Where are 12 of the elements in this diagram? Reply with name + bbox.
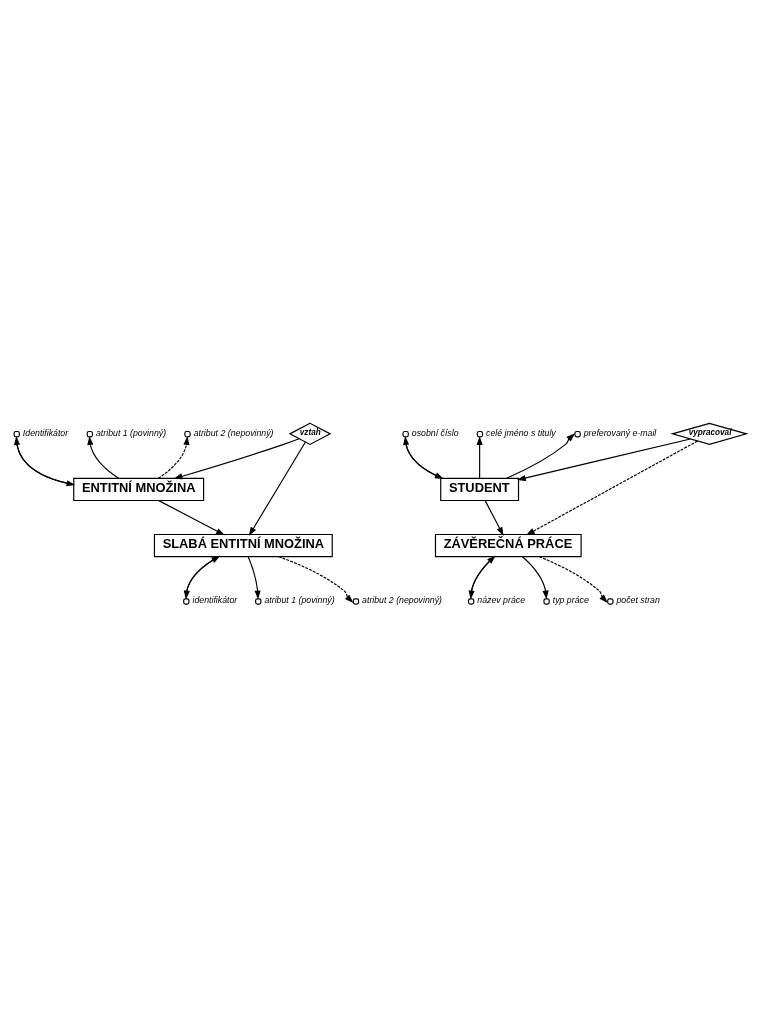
node-label: celé jméno s tituly [486, 427, 556, 438]
node-label: preferovaný e-mail [583, 427, 657, 438]
node-label: identifikátor [192, 594, 238, 605]
node-label: počet stran [616, 594, 660, 605]
node-label: atribut 2 (nepovinný) [193, 427, 274, 438]
node-label: Identifikátor [22, 427, 69, 438]
node-label: atribut 1 (povinný) [95, 427, 167, 438]
node-label: osobní číslo [411, 427, 459, 438]
node-label: atribut 2 (nepovinný) [362, 594, 442, 605]
node-label: název práce [477, 594, 526, 605]
node-label: typ práce [552, 594, 589, 605]
node-label: atribut 1 (povinný) [264, 594, 335, 605]
